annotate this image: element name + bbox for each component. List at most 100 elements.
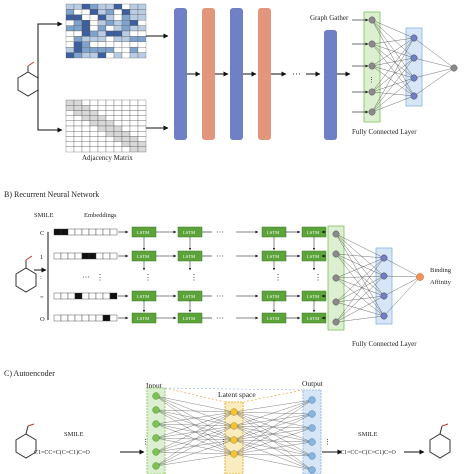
matrix-cell xyxy=(89,25,99,32)
embedding-cell xyxy=(60,292,69,300)
lstm-label: LSTM xyxy=(267,316,279,321)
matrix-cell xyxy=(73,146,83,153)
matrix-cell xyxy=(113,141,123,147)
connection xyxy=(371,57,415,67)
matrix-cell xyxy=(137,125,147,132)
matrix-cell xyxy=(65,9,75,15)
matrix-cell xyxy=(113,52,123,59)
connection xyxy=(233,441,313,455)
connection xyxy=(413,37,455,69)
connection xyxy=(371,91,415,97)
connection xyxy=(371,19,415,39)
connection xyxy=(155,425,235,467)
matrix-cell xyxy=(121,115,131,121)
matrix-cell xyxy=(129,131,139,137)
vertical-ellipsis: ⋮ xyxy=(142,438,149,446)
matrix-cell xyxy=(97,14,107,21)
matrix-cell xyxy=(65,30,75,37)
matrix-cell xyxy=(113,25,123,32)
output-label: Output xyxy=(302,379,324,388)
latent-neuron xyxy=(230,450,238,458)
embedding-cell xyxy=(109,228,118,236)
matrix-cell xyxy=(113,36,123,42)
smile-label-right: SMILE xyxy=(358,431,378,438)
embedding-cell xyxy=(81,228,90,236)
matrix-cell xyxy=(89,141,99,147)
fully-connected-network-b xyxy=(327,225,424,331)
connection xyxy=(335,275,385,303)
matrix-cell xyxy=(89,14,99,21)
matrix-cell xyxy=(65,3,75,10)
matrix-cell xyxy=(73,110,83,116)
input-neuron xyxy=(152,406,160,414)
matrix-cell xyxy=(113,99,123,106)
matrix-cell xyxy=(137,20,147,26)
embedding-cell xyxy=(109,252,118,260)
connection xyxy=(335,275,385,279)
matrix-cell xyxy=(129,20,139,26)
matrix-cell xyxy=(113,120,123,127)
neuron xyxy=(332,230,340,238)
connection xyxy=(371,77,415,113)
connection xyxy=(335,253,385,259)
matrix-cell xyxy=(89,20,99,26)
connection xyxy=(335,295,385,323)
matrix-cell xyxy=(65,115,75,121)
connection xyxy=(371,37,415,93)
matrix-cell xyxy=(81,131,91,137)
connection xyxy=(335,253,385,277)
matrix-cell xyxy=(89,30,99,37)
neuron xyxy=(368,108,376,116)
matrix-cell xyxy=(89,105,99,111)
matrix-cell xyxy=(89,36,99,42)
embedding-cell xyxy=(60,314,69,322)
matrix-cell xyxy=(113,136,123,142)
conv-layer-2 xyxy=(202,8,215,140)
graph-gather-layer xyxy=(324,30,337,140)
panel-c-autoencoder: C) Autoencoder Input Latent space Output… xyxy=(4,369,451,474)
matrix-cell xyxy=(81,99,91,106)
connection xyxy=(413,67,455,97)
matrix-cell xyxy=(89,136,99,142)
connection xyxy=(413,67,455,79)
matrix-cell xyxy=(105,146,115,153)
smile-label-left: SMILE xyxy=(64,431,84,438)
connection xyxy=(233,453,313,471)
matrix-cell xyxy=(113,146,123,153)
hidden-layer-2-box xyxy=(375,247,393,325)
matrix-cell xyxy=(121,9,131,15)
matrix-cell xyxy=(121,141,131,147)
matrix-cell xyxy=(137,9,147,15)
embedding-cell xyxy=(74,252,83,260)
matrix-cell xyxy=(97,47,107,53)
embedding-cell xyxy=(88,292,97,300)
connection xyxy=(335,253,385,297)
panel-c-title: C) Autoencoder xyxy=(4,369,55,378)
matrix-cell xyxy=(129,110,139,116)
smile-label-b: SMILE xyxy=(34,212,54,219)
output-neuron xyxy=(308,438,316,446)
matrix-cell xyxy=(65,99,75,106)
matrix-cell xyxy=(129,99,139,106)
matrix-cell xyxy=(129,25,139,32)
matrix-cell xyxy=(73,3,83,10)
matrix-cell xyxy=(73,125,83,132)
matrix-cell xyxy=(129,105,139,111)
embedding-cell xyxy=(102,228,111,236)
matrix-cell xyxy=(81,30,91,37)
embedding-cell xyxy=(109,314,118,322)
matrix-cell xyxy=(137,30,147,37)
matrix-cell xyxy=(65,36,75,42)
embedding-cell xyxy=(88,228,97,236)
neuron xyxy=(380,312,388,320)
smile-string-right: C1=CC=C(C=C1)C=O xyxy=(340,449,397,456)
matrix-cell xyxy=(129,115,139,121)
connection xyxy=(335,277,385,297)
vertical-ellipsis: ⋮ xyxy=(274,273,282,282)
lstm-label: LSTM xyxy=(307,294,319,299)
connection xyxy=(155,439,235,467)
feature-matrix xyxy=(65,3,147,59)
neuron xyxy=(380,272,388,280)
matrix-cell xyxy=(81,36,91,42)
connection xyxy=(335,275,385,323)
